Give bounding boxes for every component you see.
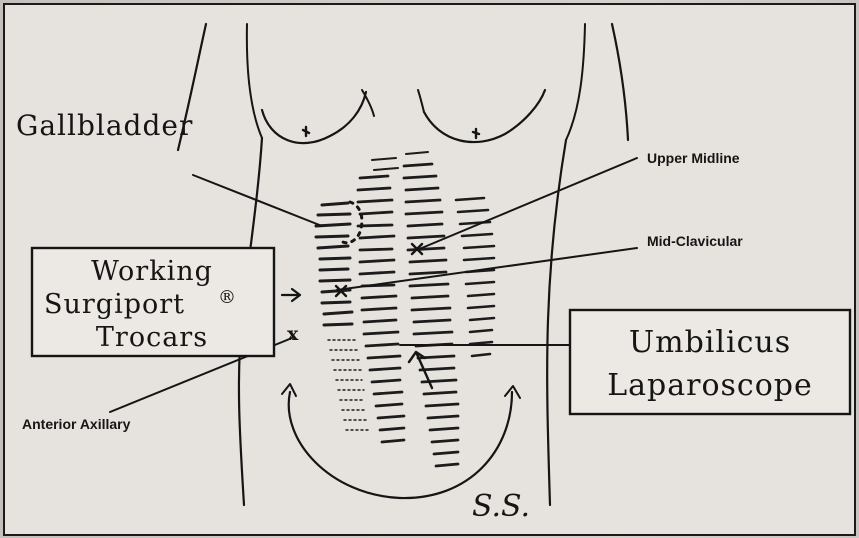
umbilicus-laparoscope-box: Umbilicus Laparoscope [570,310,850,414]
laparoscope-text: Laparoscope [607,368,813,403]
working-text: Working [91,256,213,287]
umbilicus-text: Umbilicus [629,325,791,360]
artist-signature: S.S. [472,489,530,524]
working-trocars-box: Working Surgiport ® Trocars [32,248,274,356]
upper-midline-label: Upper Midline [647,150,740,166]
gallbladder-label: Gallbladder [16,109,193,142]
anterior-axillary-port-mark: x [287,323,299,345]
trocars-text: Trocars [96,322,208,353]
mid-clavicular-label: Mid-Clavicular [647,233,743,249]
registered-mark: ® [218,287,236,308]
anterior-axillary-label: Anterior Axillary [22,416,131,432]
surgiport-text: Surgiport [44,289,185,320]
